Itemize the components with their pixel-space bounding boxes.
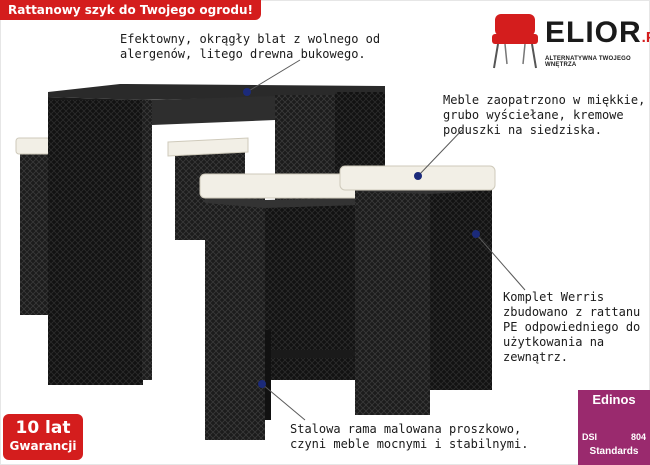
front-stool-left — [199, 173, 361, 440]
cert-standards: Standards — [589, 446, 639, 457]
cert-brand: Edinos — [592, 392, 636, 407]
callout-frame: Stalowa rama malowana proszkowo, czyni m… — [290, 422, 529, 451]
callout-tabletop: Efektowny, okrągły blat z wolnego od ale… — [120, 32, 381, 61]
front-stool-right — [339, 165, 496, 415]
certification-badge: Edinos DSI 804 Standards — [578, 390, 650, 465]
callout-dots — [243, 88, 480, 388]
logo-tagline: ALTERNATYWNA TWOJEGO WNĘTRZA — [545, 56, 631, 68]
left-back-stool — [15, 137, 51, 315]
callout-lines — [246, 59, 526, 421]
promo-banner: Rattanowy szyk do Twojego ogrodu! — [0, 0, 261, 20]
chair-logo-icon — [492, 14, 538, 69]
callout-rattan: Komplet Werris zbudowano z rattanu PE od… — [503, 290, 641, 364]
warranty-badge: 10 lat Gwarancji — [3, 414, 83, 460]
warranty-label: Gwarancji — [9, 439, 77, 453]
logo-name: ELIOR.PL — [545, 16, 650, 49]
callout-cushions: Meble zaopatrzono w miękkie, grubo wyści… — [443, 93, 646, 137]
cert-number: 804 — [630, 432, 646, 442]
cert-dsi: DSI — [582, 432, 598, 442]
elior-logo: ELIOR.PL ALTERNATYWNA TWOJEGO WNĘTRZA — [485, 12, 650, 74]
warranty-years: 10 lat — [15, 418, 71, 438]
